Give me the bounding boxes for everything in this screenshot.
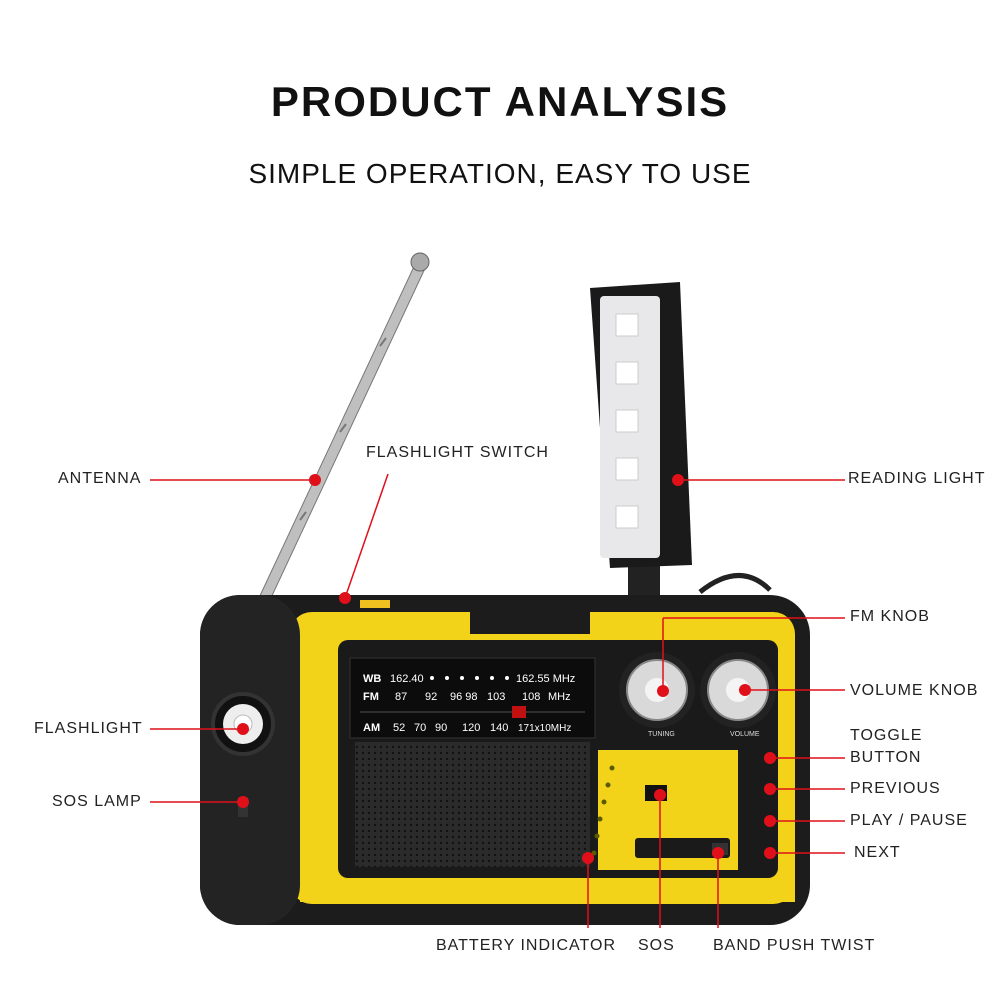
dial-fm-unit: MHz (548, 691, 571, 703)
label-flashlight: FLASHLIGHT (34, 720, 143, 737)
label-band-push-twist: BAND PUSH TWIST (713, 937, 876, 954)
dial-am-tick: 90 (435, 722, 447, 734)
dial-am-tick: 140 (490, 722, 508, 734)
label-antenna: ANTENNA (58, 470, 142, 487)
label-sos: SOS (638, 937, 675, 954)
page-title: PRODUCT ANALYSIS (270, 78, 730, 125)
label-toggle-button-line2: BUTTON (850, 749, 922, 766)
dial-wb-label: WB (363, 673, 381, 685)
dial-am-tick: 52 (393, 722, 405, 734)
dial-fm-tick: 103 (487, 691, 505, 703)
dial-wb-start: 162.40 (390, 673, 424, 685)
tuning-dial: WB 162.40 162.55 MHz FM 87 92 96 98 103 … (349, 657, 596, 739)
label-sos-lamp: SOS LAMP (52, 793, 142, 810)
volume-knob-label: VOLUME (730, 731, 760, 738)
dial-fm-tick: 92 (425, 691, 437, 703)
dial-am-tick: 120 (462, 722, 480, 734)
dial-wb-end: 162.55 MHz (516, 673, 575, 685)
dial-am-label: AM (363, 722, 380, 734)
label-volume-knob: VOLUME KNOB (850, 682, 979, 699)
label-flashlight-switch: FLASHLIGHT SWITCH (366, 444, 549, 461)
dial-am-tick: 171x10MHz (518, 723, 571, 734)
page-subtitle: SIMPLE OPERATION, EASY TO USE (248, 158, 752, 189)
callout-lines (150, 473, 845, 928)
label-reading-light: READING LIGHT (848, 470, 986, 487)
dial-fm-tick: 87 (395, 691, 407, 703)
dial-fm-label: FM (363, 691, 379, 703)
antenna (257, 252, 430, 601)
dial-fm-tick: 96 98 (450, 691, 478, 703)
volume-knob: VOLUME (700, 652, 776, 738)
label-next: NEXT (854, 844, 901, 861)
label-play-pause: PLAY / PAUSE (850, 812, 968, 829)
dial-am-tick: 70 (414, 722, 426, 734)
tuning-knob-label: TUNING (648, 731, 675, 738)
label-fm-knob: FM KNOB (850, 608, 930, 625)
label-battery-indicator: BATTERY INDICATOR (436, 937, 616, 954)
label-previous: PREVIOUS (850, 780, 941, 797)
label-toggle-button-line1: TOGGLE (850, 727, 923, 744)
dial-fm-tick: 108 (522, 691, 540, 703)
callout-dots (237, 474, 776, 864)
reading-light (590, 282, 692, 600)
tuning-knob: TUNING (619, 652, 695, 738)
